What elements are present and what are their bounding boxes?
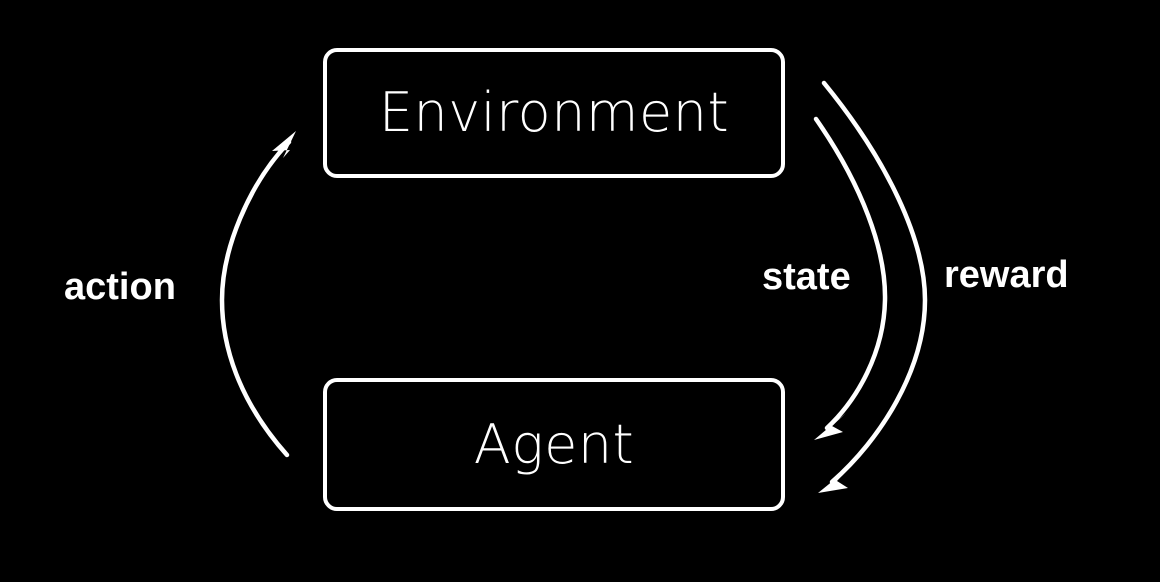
reward-edge-label: reward xyxy=(944,254,1069,296)
reward-arrowhead xyxy=(818,467,850,493)
state-edge-label: state xyxy=(762,256,851,298)
environment-node[interactable]: Environment xyxy=(323,48,785,178)
action-arrow-path xyxy=(219,139,292,458)
agent-node-label: Agent xyxy=(473,412,635,476)
agent-node[interactable]: Agent xyxy=(323,378,785,511)
action-arrowhead xyxy=(272,131,296,158)
state-arrowhead xyxy=(814,413,846,440)
environment-node-label: Environment xyxy=(378,81,730,144)
action-edge-label: action xyxy=(64,266,176,308)
